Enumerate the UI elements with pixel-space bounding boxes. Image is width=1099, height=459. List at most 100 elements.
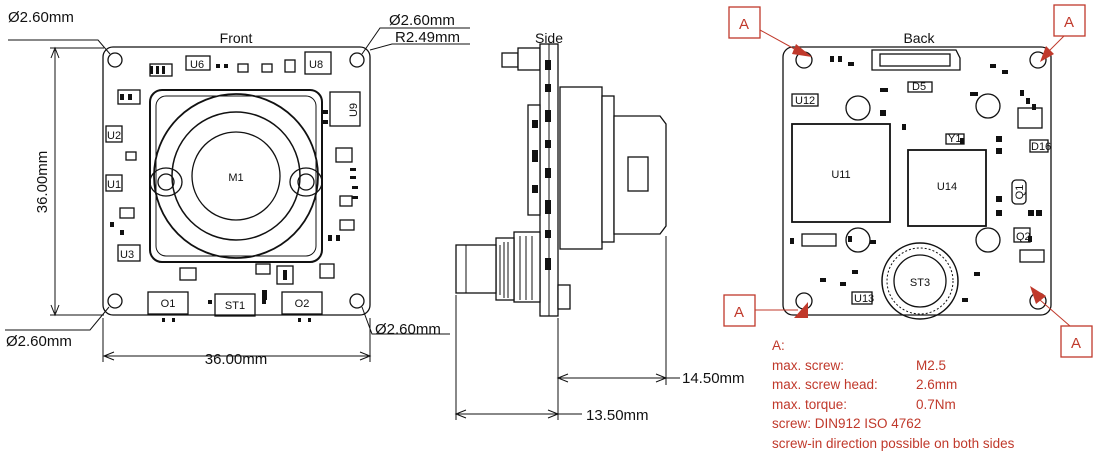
chip-u3: [117, 244, 141, 262]
label-st3: ST3: [910, 277, 930, 289]
side-chips: [532, 60, 551, 270]
front-dimensions: [5, 27, 470, 362]
part-front-3: [276, 265, 294, 285]
chip-u8: [304, 51, 332, 75]
side-connector: [455, 244, 497, 294]
chip-u14: [907, 149, 987, 227]
side-nut: [513, 231, 541, 303]
label-u3: U3: [120, 249, 134, 261]
usb-opening: [879, 53, 951, 67]
side-lens-holder: [559, 86, 603, 250]
marker-a-bl: A: [723, 294, 808, 327]
label-u14: U14: [937, 181, 957, 193]
part-d5: [907, 81, 933, 93]
front-title: Front: [220, 30, 253, 46]
marker-a-br: A: [1030, 286, 1093, 358]
notes-row-screw-label: max. screw:: [772, 357, 845, 373]
front-board-outline: [102, 46, 371, 316]
front-hole-tl: [107, 52, 123, 68]
label-q2: Q2: [1016, 231, 1031, 243]
part-front-10: [335, 147, 353, 163]
label-d5: D5: [912, 81, 926, 93]
side-view: [455, 43, 667, 317]
part-front-9: [117, 89, 141, 105]
part-q2: [1013, 227, 1031, 243]
label-q1: Q1: [1014, 185, 1026, 200]
front-hole-bl: [107, 293, 123, 309]
front-pads: [110, 64, 358, 322]
notes-row-head-label: max. screw head:: [772, 377, 878, 393]
front-view: [102, 46, 371, 317]
lens-screw-right: [297, 173, 315, 191]
screw-notes: A: max. screw:M2.5 max. screw head:2.6mm…: [772, 336, 1092, 454]
front-hole-br: [349, 293, 365, 309]
label-y1: Y1: [948, 133, 961, 145]
dim-hole-tl: Ø2.60mm: [8, 9, 74, 26]
label-u13: U13: [854, 293, 874, 305]
notes-row-torque: max. torque:0.7Nm: [772, 395, 1092, 415]
part-front-14: [125, 151, 137, 161]
label-o1: O1: [161, 298, 176, 310]
part-front-4: [319, 263, 335, 279]
back-hole-tr: [1029, 51, 1047, 69]
dim-hole-tr: Ø2.60mm: [389, 12, 455, 29]
part-d16: [1029, 139, 1049, 153]
lens-ear-right: [289, 167, 323, 197]
part-back-2: [801, 233, 837, 247]
lens-mount-ring: [153, 93, 319, 259]
chip-u6: [185, 55, 211, 71]
dim-height: 36.00mm: [34, 151, 51, 214]
dim-depth-total: 14.50mm: [682, 370, 745, 387]
lens-holder: [149, 89, 323, 263]
dim-hole-bl: Ø2.60mm: [6, 333, 72, 350]
side-top-connector-body: [517, 47, 541, 71]
part-front-7: [284, 59, 296, 73]
dim-width: 36.00mm: [205, 351, 268, 368]
side-top-connector: [501, 52, 519, 68]
front-labels: Front M1 U6 U8 U9 U2 U1 U3 O1 ST1 O2: [107, 30, 360, 312]
side-labels: Side 14.50mm 13.50mm: [535, 30, 745, 424]
label-d16: D16: [1031, 141, 1051, 153]
label-u8: U8: [309, 59, 323, 71]
notes-screw-standard: screw: DIN912 ISO 4762: [772, 416, 922, 432]
part-front-5: [237, 63, 249, 73]
label-u1: U1: [107, 179, 121, 191]
side-lens-step: [601, 95, 615, 243]
marker-a-br-label: A: [1071, 335, 1081, 352]
st3-outer: [881, 242, 959, 320]
back-board-outline: [782, 46, 1052, 316]
st3-inner: [893, 254, 947, 308]
opto-o2: [281, 291, 323, 315]
marker-a-tl: A: [728, 6, 812, 57]
side-washer: [495, 237, 515, 301]
opto-o1: [147, 291, 189, 315]
usb-connector: [871, 49, 961, 71]
part-front-1: [179, 267, 197, 281]
chip-u9: [329, 91, 361, 127]
chip-u11: [791, 123, 891, 223]
marker-a-tr: A: [1040, 4, 1086, 62]
chip-u2: [105, 125, 123, 143]
back-labels: Back U11 U14 ST3 U12 U13 Q1 Q2 D5 D16 Y1: [795, 30, 1051, 305]
part-front-2: [255, 263, 271, 275]
part-back-1: [1017, 107, 1043, 129]
lens-core: [191, 131, 281, 221]
chip-u13: [851, 291, 873, 305]
part-front-11: [339, 195, 353, 207]
part-front-12: [339, 219, 355, 231]
connector-st1: [214, 293, 256, 317]
marker-a-tl-label: A: [739, 16, 749, 33]
chip-u12: [791, 93, 819, 107]
label-o2: O2: [295, 298, 310, 310]
marker-a-tr-label: A: [1064, 14, 1074, 31]
dim-depth-body: 13.50mm: [586, 407, 649, 424]
notes-row-head-value: 2.6mm: [916, 377, 958, 393]
lens-label: M1: [228, 172, 243, 184]
label-st1: ST1: [225, 300, 245, 312]
back-lens-hole-2: [975, 93, 1001, 119]
label-u6: U6: [190, 59, 204, 71]
notes-row-torque-label: max. torque:: [772, 396, 848, 412]
lens-holder-inner: [155, 95, 317, 257]
back-title: Back: [903, 30, 935, 46]
